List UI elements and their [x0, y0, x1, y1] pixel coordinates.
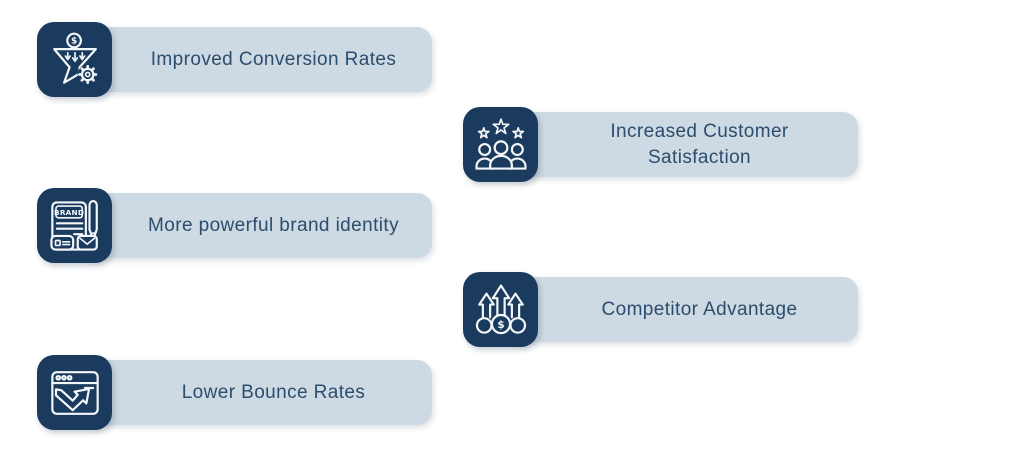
customer-satisfaction-icon: [463, 107, 538, 182]
benefit-label: Lower Bounce Rates: [181, 381, 366, 403]
benefit-label-pill: More powerful brand identity: [75, 193, 432, 258]
benefit-item-bounce: Lower Bounce Rates: [37, 355, 471, 435]
benefit-label-pill: Competitor Advantage: [501, 277, 858, 342]
brand-identity-icon: BRAND: [37, 188, 112, 263]
benefit-label-pill: Increased Customer Satisfaction: [501, 112, 858, 177]
benefit-label: Competitor Advantage: [601, 298, 798, 320]
bounce-rate-icon: [37, 355, 112, 430]
benefit-label: More powerful brand identity: [148, 214, 399, 236]
benefit-label: Increased Customer Satisfaction: [610, 121, 789, 168]
benefit-item-competitor: Competitor Advantage $: [463, 272, 897, 352]
benefit-label-pill: Improved Conversion Rates: [75, 27, 432, 92]
coin-dollar-glyph: $: [70, 36, 76, 46]
coin-dollar-glyph: $: [497, 319, 504, 331]
brand-doc-text: BRAND: [54, 208, 84, 217]
benefit-label: Improved Conversion Rates: [150, 48, 397, 70]
benefit-item-satisfaction: Increased Customer Satisfaction: [463, 107, 897, 187]
competitor-growth-icon: $: [463, 272, 538, 347]
benefit-item-conversion: Improved Conversion Rates $: [37, 22, 471, 102]
benefit-label-pill: Lower Bounce Rates: [75, 360, 432, 425]
benefit-item-brand: More powerful brand identity BRAND: [37, 188, 471, 268]
sales-funnel-icon: $: [37, 22, 112, 97]
